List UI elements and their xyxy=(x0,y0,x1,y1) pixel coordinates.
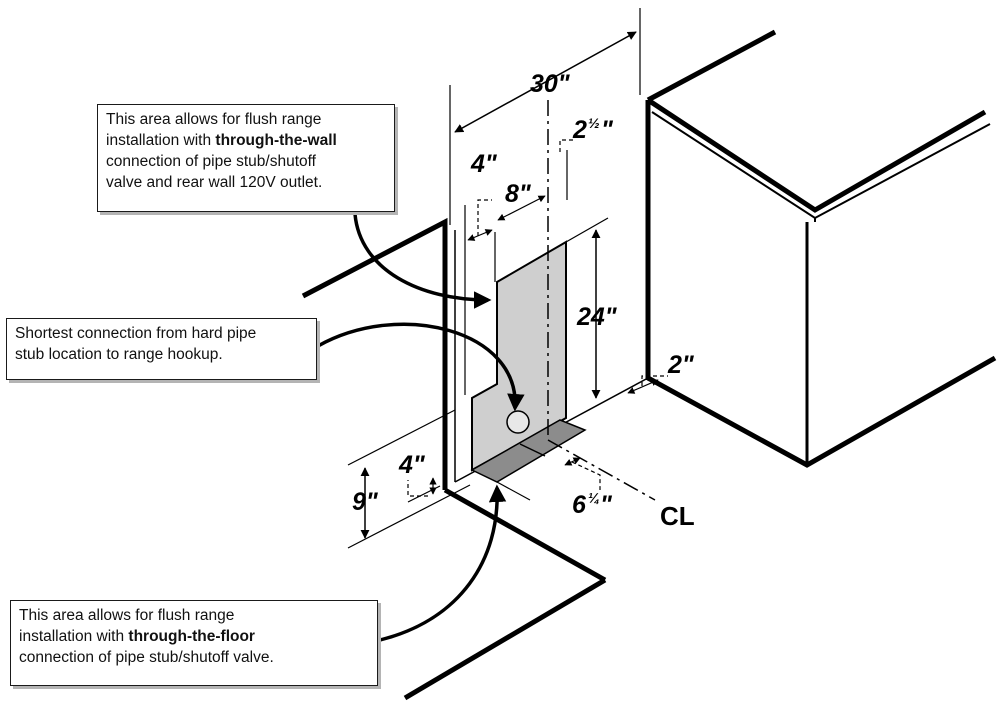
cabinet xyxy=(645,29,997,468)
wall-callout-arrow xyxy=(353,213,492,309)
callout-emphasis: through-the-wall xyxy=(215,132,337,149)
centerline-symbol: CL xyxy=(660,501,695,531)
dimension-labels: 30" 2 ½ " 4" 8" 24" 2" 9" 4" 6 ¼ " CL xyxy=(352,70,695,531)
callout-line: This area allows for flush range xyxy=(19,607,235,624)
floor-connection-callout: This area allows for flush range install… xyxy=(10,600,378,686)
shaded-areas xyxy=(470,240,587,483)
dim-4-floor: 4" xyxy=(398,451,426,479)
dimension-lines xyxy=(347,8,668,549)
dim-6-quarter-unit: " xyxy=(600,491,613,519)
callout-line: stub location to range hookup. xyxy=(15,346,223,363)
callout-emphasis: through-the-floor xyxy=(128,628,255,645)
callout-line: Shortest connection from hard pipe xyxy=(15,325,257,342)
dim-4-top: 4" xyxy=(470,150,498,178)
callout-line-composite: installation with through-the-floor xyxy=(19,626,369,647)
cabinet-top xyxy=(646,97,987,213)
dim-2-right: 2" xyxy=(667,351,695,379)
dim-2-half-unit: " xyxy=(601,116,614,144)
callout-line: This area allows for flush range xyxy=(106,111,322,128)
pipe-stub-callout: Shortest connection from hard pipe stub … xyxy=(6,318,317,380)
dim-6-quarter-frac: ¼ xyxy=(588,490,600,506)
wall-connection-callout: This area allows for flush range install… xyxy=(97,104,395,212)
floor-connection-area xyxy=(470,419,587,483)
centerline xyxy=(547,100,656,501)
callout-line: connection of pipe stub/shutoff xyxy=(106,153,316,170)
callout-arrows xyxy=(317,213,525,642)
callout-line-composite: installation with through-the-wall xyxy=(106,130,386,151)
callout-line: valve and rear wall 120V outlet. xyxy=(106,174,323,191)
dim-2-half-whole: 2 xyxy=(572,116,587,144)
pipe-callout-arrow xyxy=(317,322,525,412)
callout-text: installation with xyxy=(106,132,216,149)
dim-6-quarter-whole: 6 xyxy=(572,491,587,519)
dim-2-half-frac: ½ xyxy=(588,115,600,131)
dim-9: 9" xyxy=(352,488,379,516)
dim-8: 8" xyxy=(505,180,532,208)
pipe-stub-location xyxy=(506,410,530,434)
floor-callout-arrow xyxy=(379,484,507,642)
callout-line: connection of pipe stub/shutoff valve. xyxy=(19,649,274,666)
dim-24: 24" xyxy=(576,303,618,331)
dim-30: 30" xyxy=(530,70,571,98)
callout-text: installation with xyxy=(19,628,129,645)
